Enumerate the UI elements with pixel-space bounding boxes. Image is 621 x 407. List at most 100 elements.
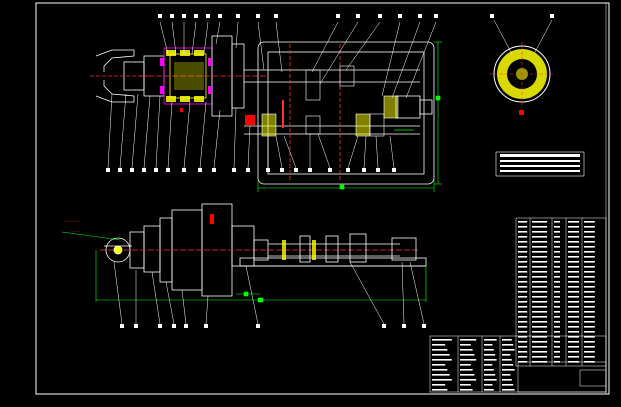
title-block-row-mark: [484, 364, 493, 366]
title-block-text: [432, 339, 515, 391]
title-block-row-mark: [460, 354, 475, 356]
parts-list-row-mark: [584, 256, 595, 258]
parts-list-row-mark: [554, 246, 560, 248]
parts-list-row-mark: [584, 231, 595, 233]
parts-list-row-mark: [532, 246, 548, 248]
gearbox-housing: [257, 41, 435, 185]
top-dimensions: [257, 41, 442, 192]
technical-requirements-block: [495, 151, 585, 177]
parts-list-row-mark: [518, 356, 528, 358]
lower-leader-lines: [113, 261, 425, 325]
parts-list-row-mark: [532, 356, 548, 358]
parts-list-row-mark: [568, 286, 580, 288]
parts-list-row-mark: [568, 336, 580, 338]
title-block-row-mark: [460, 364, 471, 366]
bottom-part-numbers: [106, 168, 396, 172]
title-block-row-mark: [460, 359, 477, 361]
parts-list-row-mark: [568, 241, 580, 243]
parts-list-row-mark: [532, 326, 548, 328]
red-bolt: [282, 100, 284, 128]
title-block-row-mark: [432, 389, 448, 391]
parts-list-row-mark: [518, 286, 528, 288]
parts-list-row-mark: [584, 241, 595, 243]
parts-list-row-mark: [554, 291, 560, 293]
parts-list-row-mark: [554, 281, 560, 283]
parts-list-row-mark: [518, 226, 528, 228]
parts-list-row-mark: [554, 251, 560, 253]
parts-list-table: [515, 217, 607, 367]
parts-list-row-mark: [518, 236, 528, 238]
parts-list-row-mark: [568, 251, 580, 253]
parts-list-row-mark: [554, 271, 560, 273]
top-section-view: [90, 14, 442, 192]
parts-list-row-mark: [554, 336, 560, 338]
parts-list-row-mark: [532, 226, 548, 228]
parts-list-row-mark: [518, 221, 528, 223]
parts-list-row-mark: [568, 321, 580, 323]
lower-elevation-view: [61, 203, 427, 328]
parts-list-row-mark: [554, 266, 560, 268]
parts-list-row-mark: [518, 231, 528, 233]
parts-list-row-mark: [584, 266, 595, 268]
title-block-row-mark: [502, 349, 515, 351]
parts-list-row-mark: [532, 251, 548, 253]
parts-list-rows: [518, 221, 595, 363]
parts-list-row-mark: [554, 286, 560, 288]
parts-list-row-mark: [554, 341, 560, 343]
parts-list-row-mark: [518, 321, 528, 323]
parts-list-row-mark: [518, 276, 528, 278]
title-block-row-mark: [484, 354, 496, 356]
parts-list-row-mark: [518, 301, 528, 303]
parts-list-row-mark: [584, 321, 595, 323]
lower-gripper: [104, 237, 132, 263]
parts-list-row-mark: [518, 246, 528, 248]
parts-list-row-mark: [518, 331, 528, 333]
parts-list-row-mark: [568, 236, 580, 238]
title-block-row-mark: [460, 349, 473, 351]
parts-list-row-mark: [532, 321, 548, 323]
drive-motor: [394, 95, 433, 131]
parts-list-row-mark: [554, 306, 560, 308]
parts-list-row-mark: [554, 321, 560, 323]
title-block-row-mark: [484, 389, 494, 391]
title-block-row-mark: [502, 339, 512, 341]
parts-list-row-mark: [568, 316, 580, 318]
parts-list-row-mark: [584, 281, 595, 283]
annotation-note-line-1: ··········: [64, 219, 80, 225]
parts-list-row-mark: [554, 331, 560, 333]
parts-list-row-mark: [584, 331, 595, 333]
parts-list-row-mark: [584, 296, 595, 298]
magenta-parts: [160, 58, 212, 94]
parts-list-row-mark: [532, 261, 548, 263]
parts-list-row-mark: [518, 316, 528, 318]
title-block-row-mark: [502, 354, 511, 356]
parts-list-row-mark: [568, 261, 580, 263]
parts-list-row-mark: [568, 231, 580, 233]
parts-list-row-mark: [584, 221, 595, 223]
parts-list-row-mark: [568, 221, 580, 223]
red-section-marker: [245, 115, 255, 125]
detail-view-circle: [490, 14, 554, 115]
top-part-numbers: [158, 14, 438, 18]
parts-list-row-mark: [584, 336, 595, 338]
parts-list-row-mark: [584, 316, 595, 318]
parts-list-row-mark: [518, 241, 528, 243]
title-block-row-mark: [484, 379, 497, 381]
title-block-row-mark: [484, 359, 497, 361]
lower-shaft: [253, 233, 417, 263]
parts-list-row-mark: [568, 346, 580, 348]
parts-list-row-mark: [568, 301, 580, 303]
parts-list-row-mark: [518, 261, 528, 263]
parts-list-row-mark: [518, 311, 528, 313]
lower-red-marker: [210, 214, 214, 224]
title-block-row-mark: [502, 369, 515, 371]
parts-list-row-mark: [568, 271, 580, 273]
parts-list-row-mark: [532, 236, 548, 238]
parts-list-row-mark: [518, 291, 528, 293]
parts-list-row-mark: [568, 296, 580, 298]
parts-list-row-mark: [584, 301, 595, 303]
parts-list-row-mark: [568, 306, 580, 308]
title-block-row-mark: [502, 344, 514, 346]
